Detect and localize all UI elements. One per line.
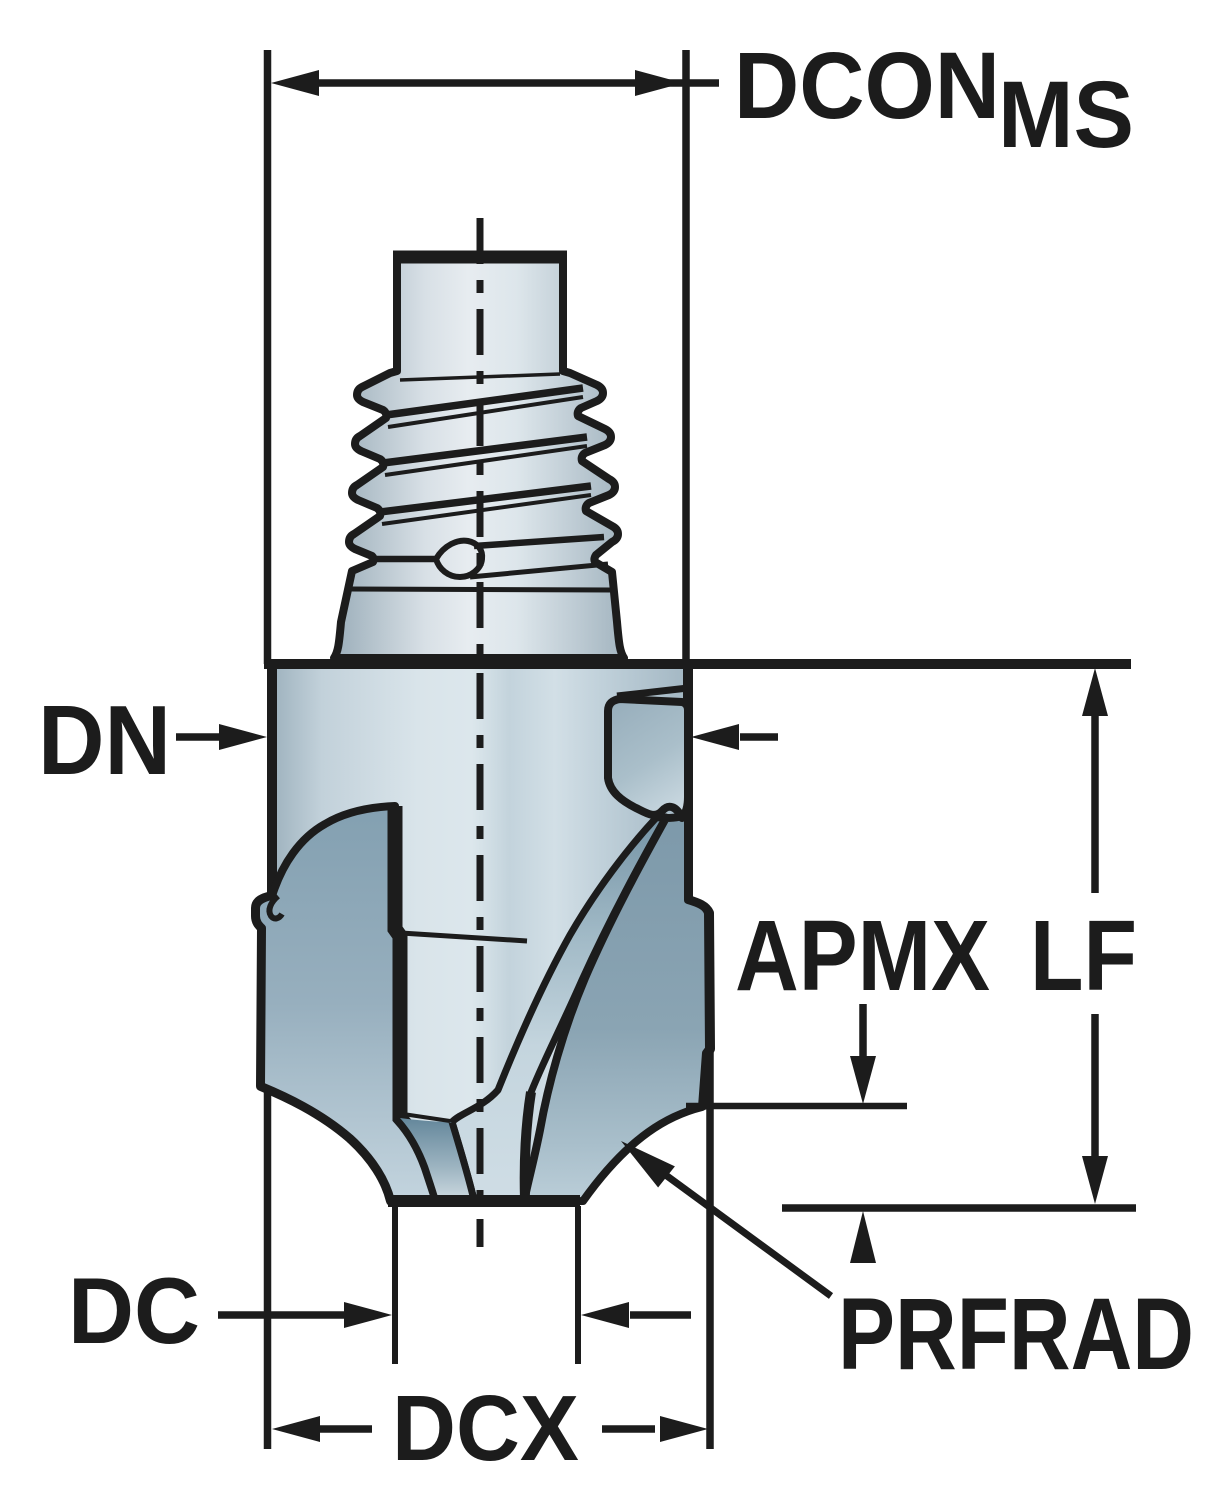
svg-text:PRFRAD: PRFRAD: [838, 1277, 1194, 1391]
svg-text:APMX: APMX: [735, 900, 990, 1012]
svg-text:DCX: DCX: [392, 1376, 579, 1480]
svg-text:LF: LF: [1030, 900, 1137, 1012]
svg-text:MS: MS: [998, 62, 1134, 168]
svg-text:DC: DC: [68, 1258, 200, 1363]
svg-text:DCON: DCON: [734, 33, 1000, 139]
svg-text:DN: DN: [38, 685, 171, 795]
